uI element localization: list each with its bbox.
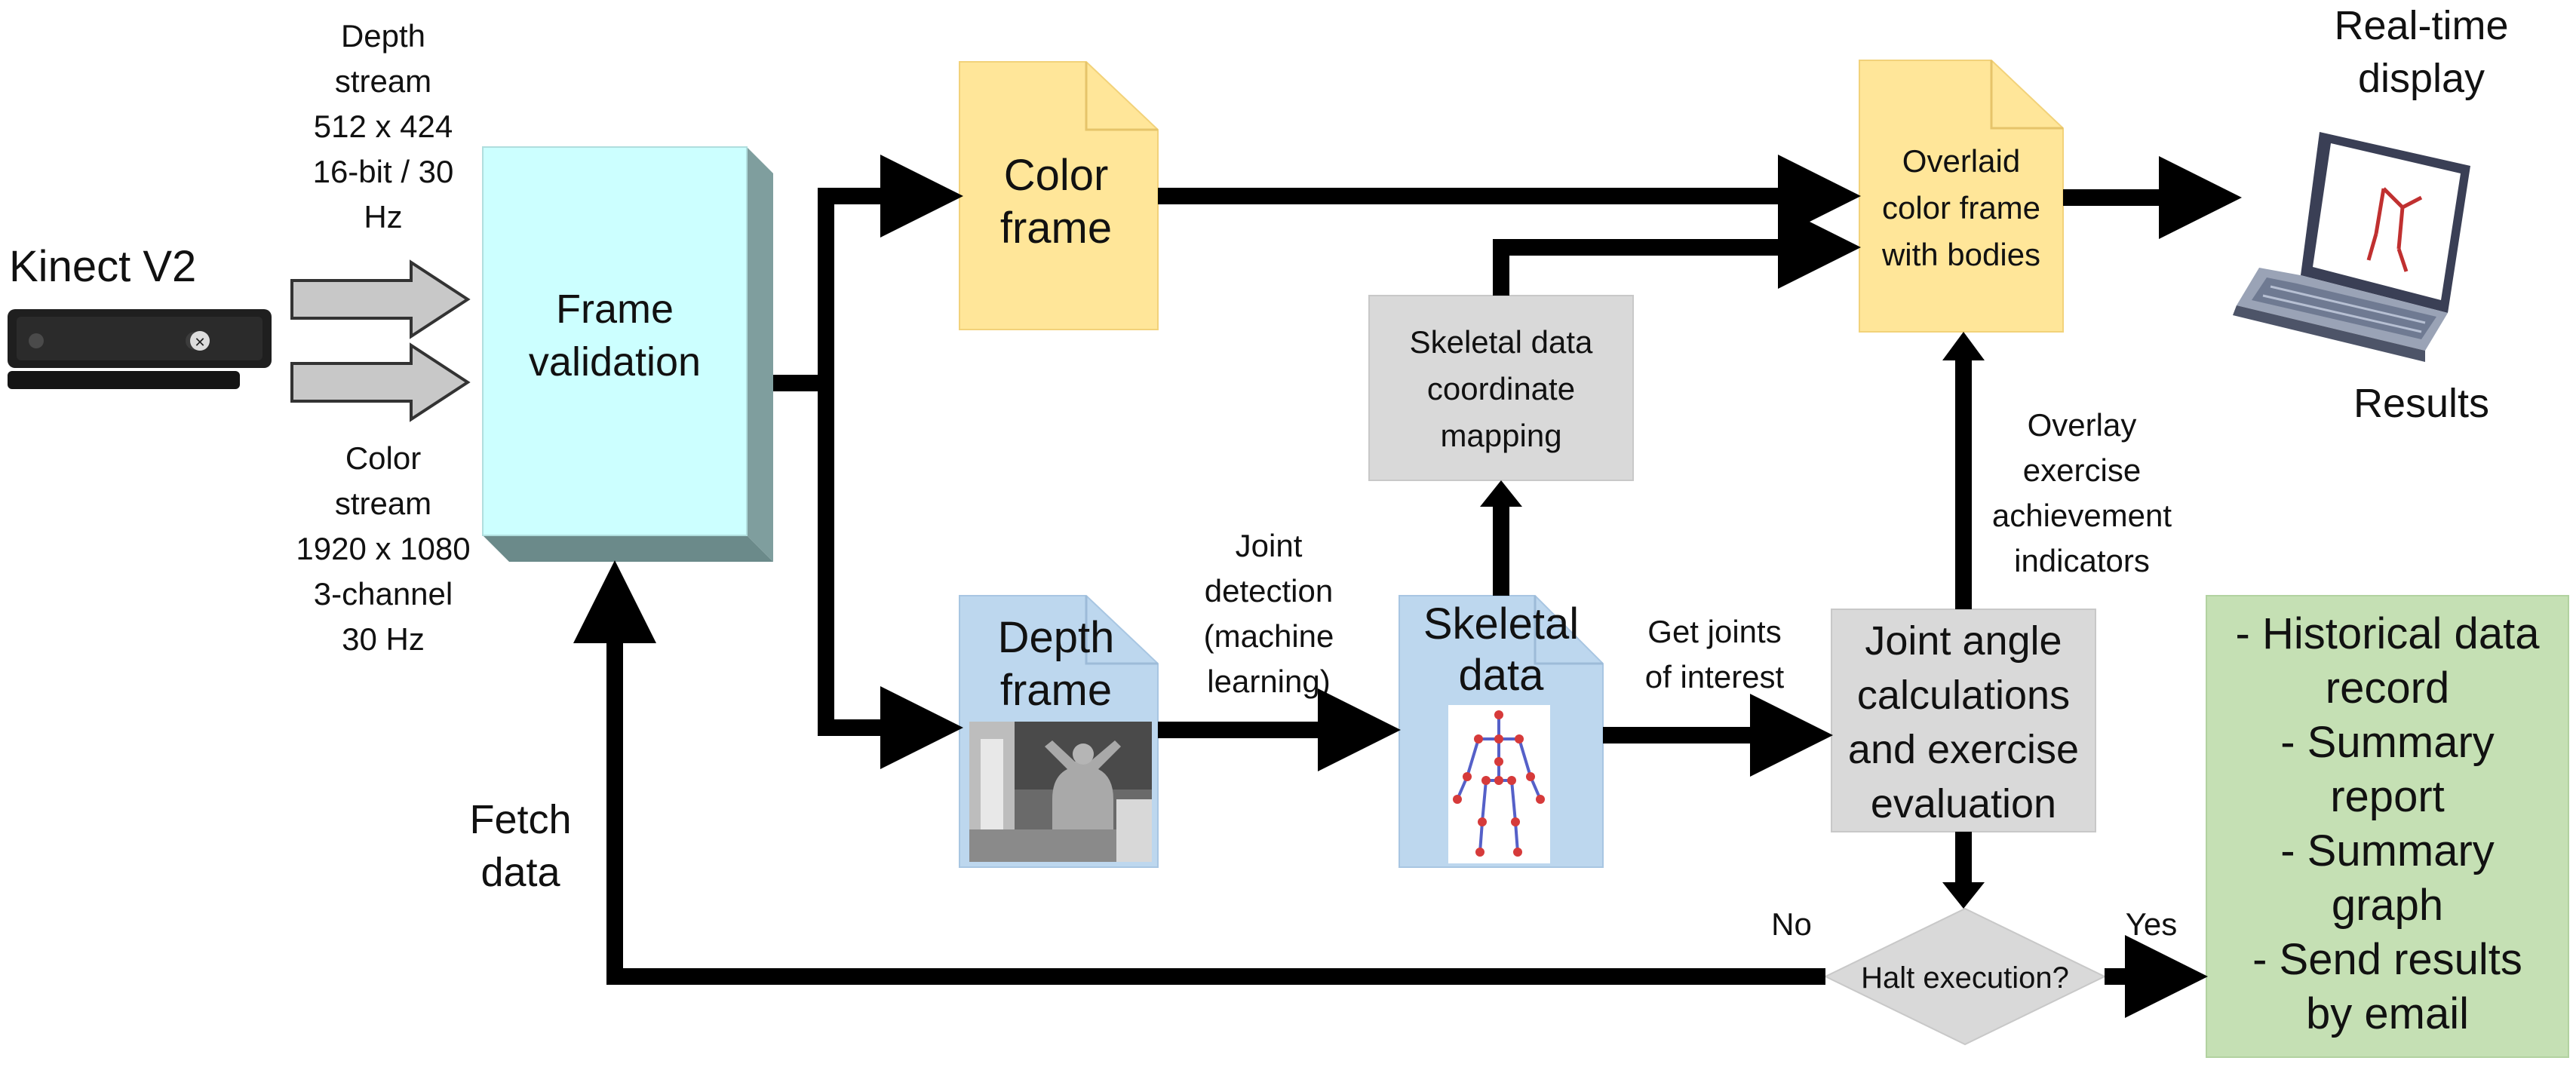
svg-text:(machine: (machine bbox=[1204, 618, 1334, 654]
frame-validation-box: Frame validation bbox=[482, 146, 773, 562]
svg-text:Skeletal data: Skeletal data bbox=[1410, 324, 1593, 360]
svg-text:with bodies: with bodies bbox=[1881, 237, 2040, 272]
joint-detection-label: Joint detection (machine learning) bbox=[1204, 528, 1334, 699]
svg-text:and exercise: and exercise bbox=[1848, 727, 2079, 772]
overlaid-frame-document: Overlaid color frame with bodies bbox=[1859, 60, 2064, 333]
svg-text:frame: frame bbox=[1000, 204, 1112, 253]
svg-text:Joint: Joint bbox=[1236, 528, 1303, 563]
depth-image-thumbnail bbox=[969, 722, 1152, 862]
svg-text:512 x 424: 512 x 424 bbox=[314, 109, 453, 144]
yes-label: Yes bbox=[2126, 906, 2178, 942]
svg-text:Overlay: Overlay bbox=[2028, 407, 2137, 443]
results-label: Results bbox=[2353, 381, 2489, 426]
color-stream-label: Color stream 1920 x 1080 3-channel 30 Hz bbox=[296, 440, 470, 657]
svg-text:data: data bbox=[1459, 651, 1545, 700]
svg-text:indicators: indicators bbox=[2014, 543, 2150, 578]
svg-text:data: data bbox=[481, 850, 560, 895]
svg-text:Color: Color bbox=[1004, 151, 1109, 200]
svg-text:detection: detection bbox=[1205, 573, 1333, 609]
svg-text:Overlaid: Overlaid bbox=[1902, 143, 2020, 179]
svg-text:evaluation: evaluation bbox=[1871, 781, 2056, 826]
svg-text:3-channel: 3-channel bbox=[314, 576, 453, 612]
realtime-display-label: Real-time display bbox=[2334, 3, 2508, 101]
get-joints-label: Get joints of interest bbox=[1645, 614, 1785, 694]
svg-text:record: record bbox=[2326, 664, 2449, 713]
svg-text:Halt execution?: Halt execution? bbox=[1861, 961, 2069, 995]
svg-text:Depth: Depth bbox=[998, 613, 1115, 662]
validation-to-depth-arrow bbox=[818, 383, 963, 769]
halt-down-arrowhead bbox=[1942, 882, 1985, 909]
svg-text:of interest: of interest bbox=[1645, 659, 1785, 694]
results-list-box: - Historical data record - Summary repor… bbox=[2206, 595, 2569, 1058]
svg-text:calculations: calculations bbox=[1857, 673, 2070, 718]
svg-text:1920 x 1080: 1920 x 1080 bbox=[296, 531, 470, 566]
no-label: No bbox=[1771, 906, 1812, 942]
svg-text:graph: graph bbox=[2332, 881, 2443, 930]
joint-angle-box: Joint angle calculations and exercise ev… bbox=[1831, 609, 2096, 832]
mapping-arrowhead bbox=[1480, 480, 1522, 507]
depth-stream-arrow bbox=[290, 259, 471, 339]
svg-text:✕: ✕ bbox=[194, 335, 205, 350]
svg-text:Depth: Depth bbox=[341, 18, 425, 54]
skeletal-data-document: Skeletal data bbox=[1399, 595, 1604, 868]
mapping-to-overlaid-arrow bbox=[1493, 206, 1861, 296]
color-frame-document: Color frame bbox=[959, 61, 1159, 330]
laptop-icon bbox=[2233, 132, 2470, 362]
svg-text:Real-time: Real-time bbox=[2334, 3, 2508, 48]
svg-text:validation: validation bbox=[529, 339, 701, 385]
svg-text:stream: stream bbox=[335, 63, 431, 99]
svg-text:report: report bbox=[2330, 772, 2445, 821]
svg-text:Skeletal: Skeletal bbox=[1423, 599, 1579, 648]
depth-frame-document: Depth frame bbox=[959, 595, 1159, 868]
svg-text:stream: stream bbox=[335, 486, 431, 521]
svg-text:Get joints: Get joints bbox=[1647, 614, 1781, 649]
svg-text:color frame: color frame bbox=[1882, 190, 2040, 225]
overlaid-up-arrowhead bbox=[1942, 332, 1985, 360]
overlay-indicators-label: Overlay exercise achievement indicators bbox=[1992, 407, 2172, 578]
svg-text:Joint angle: Joint angle bbox=[1865, 618, 2062, 664]
svg-text:mapping: mapping bbox=[1440, 418, 1561, 453]
svg-text:coordinate: coordinate bbox=[1427, 371, 1575, 406]
depth-stream-label: Depth stream 512 x 424 16-bit / 30 Hz bbox=[313, 18, 454, 235]
svg-text:display: display bbox=[2358, 56, 2485, 101]
coordinate-mapping-box: Skeletal data coordinate mapping bbox=[1368, 295, 1634, 481]
svg-text:Hz: Hz bbox=[364, 199, 402, 235]
svg-text:exercise: exercise bbox=[2023, 452, 2141, 488]
skeleton-figure-icon bbox=[1448, 705, 1550, 863]
svg-text:achievement: achievement bbox=[1992, 498, 2172, 533]
kinect-sensor-icon: ✕ bbox=[8, 309, 272, 389]
svg-text:frame: frame bbox=[1000, 666, 1112, 715]
svg-text:- Summary: - Summary bbox=[2280, 718, 2495, 767]
halt-decision-diamond: Halt execution? bbox=[1823, 907, 2107, 1046]
svg-text:16-bit / 30: 16-bit / 30 bbox=[313, 154, 454, 189]
svg-text:learning): learning) bbox=[1207, 664, 1330, 699]
kinect-title: Kinect V2 bbox=[9, 242, 196, 291]
svg-text:30 Hz: 30 Hz bbox=[342, 621, 425, 657]
svg-text:- Historical data: - Historical data bbox=[2236, 609, 2541, 658]
svg-text:Fetch: Fetch bbox=[469, 797, 571, 842]
fetch-data-label: Fetch data bbox=[469, 797, 571, 895]
svg-text:- Send results: - Send results bbox=[2252, 935, 2522, 984]
validation-branch-arrow bbox=[773, 155, 963, 391]
svg-text:by email: by email bbox=[2306, 989, 2469, 1038]
svg-text:- Summary: - Summary bbox=[2280, 826, 2495, 875]
color-stream-arrow bbox=[290, 342, 471, 422]
svg-text:Frame: Frame bbox=[556, 287, 674, 332]
svg-text:Color: Color bbox=[345, 440, 421, 476]
halt-no-fetch-arrow bbox=[573, 560, 1825, 985]
